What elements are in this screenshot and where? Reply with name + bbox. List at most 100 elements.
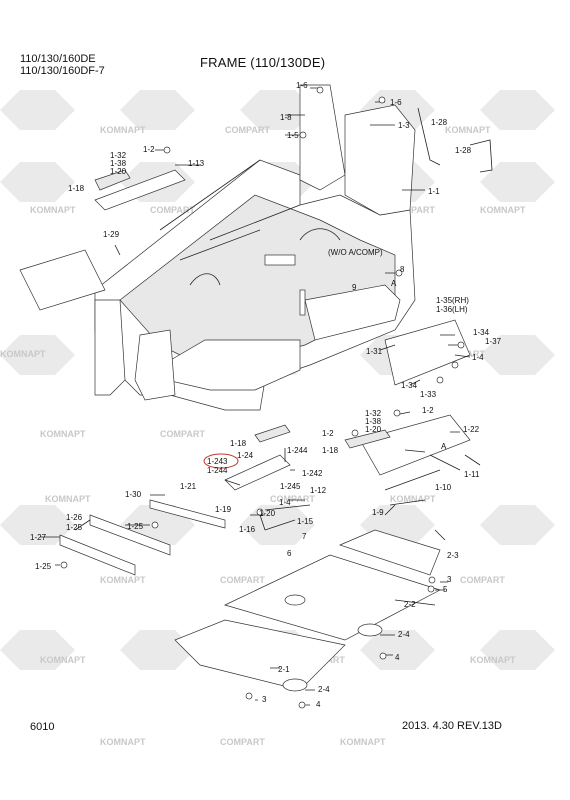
part-label: 1-32 xyxy=(365,409,382,418)
grommet-2-4b xyxy=(282,678,308,692)
watermark-logo-icon xyxy=(480,630,555,670)
watermark-text: KOMNAPT xyxy=(340,737,386,747)
step-plate-top xyxy=(94,169,186,211)
part-label: 1-21 xyxy=(180,482,197,491)
left-leg xyxy=(94,299,126,396)
rubber-pad-top xyxy=(94,169,131,191)
watermark-logo-icon xyxy=(480,335,555,375)
part-label: 1-33 xyxy=(420,390,437,399)
watermark-logo-icon xyxy=(0,90,75,130)
part-label: 1-25 xyxy=(66,523,83,532)
watermark-text: KOMNAPT xyxy=(30,205,76,215)
watermark-text: COMPART xyxy=(220,737,265,747)
watermark-text: COMPART xyxy=(390,205,435,215)
fasteners xyxy=(60,86,465,709)
strip-1-26 xyxy=(89,514,171,556)
bolt-icon xyxy=(427,585,435,593)
part-label: 1-18 xyxy=(322,446,339,455)
page-code: 6010 xyxy=(30,721,55,733)
part-label: 1-32 xyxy=(110,151,127,160)
grommet-2-4a xyxy=(357,623,383,637)
part-label: 1-28 xyxy=(431,118,448,127)
rod-1-9 xyxy=(389,499,426,506)
part-label: 1-244 xyxy=(207,466,228,475)
floor-mat xyxy=(19,249,106,311)
frame-front-panel xyxy=(144,339,301,391)
part-label: 9 xyxy=(352,283,357,292)
part-label: 1-2 xyxy=(322,429,334,438)
part-label: 1-245 xyxy=(280,482,301,491)
part-label: 1-4 xyxy=(472,353,484,362)
model-line-2: 110/130/160DF-7 xyxy=(20,65,105,77)
part-label: 1-26 xyxy=(66,513,83,522)
frame-slot xyxy=(264,254,296,266)
battery-tray xyxy=(304,284,401,341)
part-label: 1-22 xyxy=(463,425,480,434)
bolt-icon xyxy=(60,561,68,569)
part-label: 1-34 xyxy=(473,328,490,337)
left-leg-2 xyxy=(134,329,176,401)
part-label: 1-31 xyxy=(366,347,383,356)
part-label: 1-244 xyxy=(287,446,308,455)
model-line-1: 110/130/160DE xyxy=(20,53,96,65)
bolt-icon xyxy=(256,508,264,516)
part-label: 1-28 xyxy=(455,146,472,155)
watermark-logo-icon xyxy=(240,90,315,130)
watermark-logo-icon xyxy=(0,162,75,202)
watermark-logo-icon xyxy=(480,162,555,202)
rod-1-28a xyxy=(417,107,441,166)
watermark-text: COMPART xyxy=(225,125,270,135)
part-label: 1-3 xyxy=(398,121,410,130)
watermark-text: KOMNAPT xyxy=(100,737,146,747)
part-label: 1-25 xyxy=(35,562,52,571)
part-label: 1-25 xyxy=(127,522,144,531)
rod-1-28b xyxy=(469,139,493,173)
watermark-text: COMPART xyxy=(160,429,205,439)
floor-plate-2-1 xyxy=(174,619,346,691)
watermark-logo-icon xyxy=(120,90,195,130)
watermark-text: KOMNAPT xyxy=(480,205,526,215)
part-label: 1-19 xyxy=(215,505,232,514)
part-label: 1-38 xyxy=(110,159,127,168)
revision-date: 2013. 4.30 REV.13D xyxy=(402,720,502,732)
part-label: 1-27 xyxy=(30,533,47,542)
watermark-text: KOMNAPT xyxy=(470,655,516,665)
part-label: 1-20 xyxy=(365,425,382,434)
cover-2-3 xyxy=(339,529,441,576)
rod-1-10 xyxy=(384,469,441,491)
part-label: 1-20 xyxy=(110,167,127,176)
part-label: 1-11 xyxy=(464,470,480,479)
part-label: 1-6 xyxy=(296,81,308,90)
frame-latch xyxy=(299,289,306,316)
watermark-text: KOMNAPT xyxy=(445,125,491,135)
bolt-icon xyxy=(316,86,324,94)
bolt-icon xyxy=(298,701,306,709)
part-label: 2-4 xyxy=(398,630,410,639)
rubber-pad-right xyxy=(344,429,391,449)
frame-detail-lines xyxy=(159,159,341,286)
bolt-icon xyxy=(393,409,401,417)
marker-a: A xyxy=(391,279,397,288)
part-label: 5 xyxy=(443,585,448,594)
part-label: 1-4 xyxy=(279,498,291,507)
part-label: 1-15 xyxy=(297,517,314,526)
part-label: 1-16 xyxy=(239,525,256,534)
watermark-text: KOMNAPT xyxy=(0,349,46,359)
part-label: 8 xyxy=(400,265,405,274)
watermark-text: KOMNAPT xyxy=(40,429,86,439)
part-label: 1-20 xyxy=(259,509,276,518)
marker-a: A xyxy=(441,442,447,451)
grommet-center xyxy=(284,594,306,606)
part-label: 1-37 xyxy=(485,337,502,346)
side-cover xyxy=(384,319,471,386)
part-label: 3 xyxy=(262,695,267,704)
watermark-logo-icon xyxy=(0,335,75,375)
part-label: 1-2 xyxy=(422,406,434,415)
watermark-logo-icon xyxy=(480,90,555,130)
watermark-logo-icon xyxy=(480,505,555,545)
part-label: 1-38 xyxy=(365,417,382,426)
bolt-icon xyxy=(351,429,359,437)
main-frame xyxy=(94,84,416,411)
bolt-icon xyxy=(245,692,253,700)
part-label: 1-8 xyxy=(280,113,292,122)
